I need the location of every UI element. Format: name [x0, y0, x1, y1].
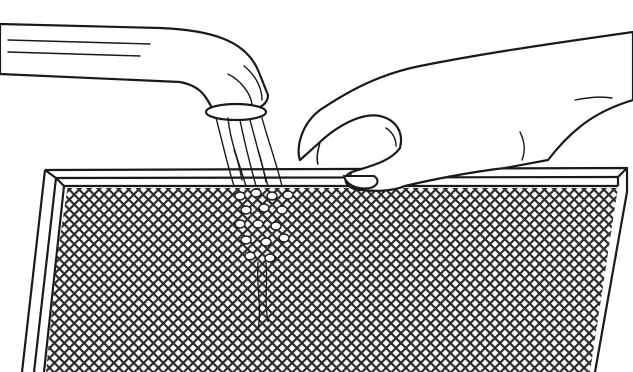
- faucet: [0, 24, 268, 120]
- water-stream: [216, 118, 282, 186]
- filter-mesh: [46, 188, 618, 372]
- hand: [299, 32, 633, 191]
